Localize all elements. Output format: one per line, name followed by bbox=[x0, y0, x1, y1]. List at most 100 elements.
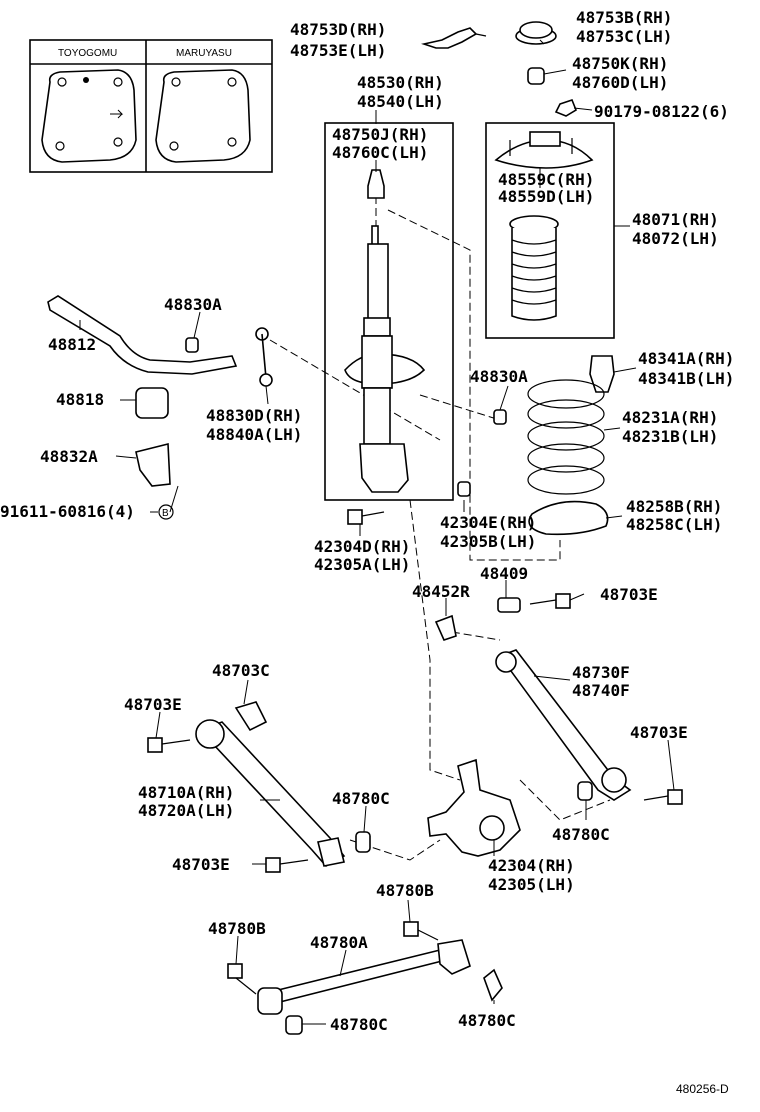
label-48750k: 48750K(RH) bbox=[572, 54, 668, 73]
drawing-code: 480256-D bbox=[676, 1082, 729, 1096]
bolt-48780b-left bbox=[227, 963, 257, 995]
label-48258c: 48258C(LH) bbox=[626, 515, 722, 534]
mount-plate-toyogomu bbox=[41, 69, 137, 163]
label-48231b: 48231B(LH) bbox=[622, 427, 718, 446]
bolt-48780b-top bbox=[403, 921, 439, 941]
bolt-48703e-left bbox=[147, 737, 191, 753]
shock-absorber-48530 bbox=[344, 225, 426, 493]
bolt-48703e-bottom bbox=[265, 857, 309, 873]
bump-boot-48071 bbox=[509, 215, 559, 321]
label-48780a: 48780A bbox=[310, 933, 368, 952]
label-48341b: 48341B(LH) bbox=[638, 369, 734, 388]
label-48840a: 48840A(LH) bbox=[206, 425, 302, 444]
upper-support-48559c bbox=[494, 131, 594, 169]
label-48753e: 48753E(LH) bbox=[290, 41, 386, 60]
stabilizer-link-48830d bbox=[255, 327, 273, 387]
label-48830a-right: 48830A bbox=[470, 367, 528, 386]
label-48830a-top: 48830A bbox=[164, 295, 222, 314]
label-48530: 48530(RH) bbox=[357, 73, 444, 92]
bushing-48780c-bottom-right bbox=[483, 968, 503, 1002]
label-circle-b: B bbox=[162, 508, 169, 519]
label-48780c-bottom-left: 48780C bbox=[330, 1015, 388, 1034]
label-48720a: 48720A(LH) bbox=[138, 801, 234, 820]
bolt-42304e bbox=[457, 481, 471, 497]
lateral-rod-48780a bbox=[257, 939, 471, 1015]
bolt-42304d bbox=[347, 509, 385, 525]
label-48780b-top: 48780B bbox=[376, 881, 434, 900]
label-48830d: 48830D(RH) bbox=[206, 406, 302, 425]
label-48780c-middle: 48780C bbox=[332, 789, 390, 808]
stabilizer-bar-48812 bbox=[47, 295, 238, 375]
label-48750j: 48750J(RH) bbox=[332, 125, 428, 144]
label-48540: 48540(LH) bbox=[357, 92, 444, 111]
stabilizer-bushing-48818 bbox=[135, 387, 169, 419]
label-48780b-left: 48780B bbox=[208, 919, 266, 938]
label-48730f: 48730F bbox=[572, 663, 630, 682]
reference-circle-b bbox=[158, 504, 174, 520]
callout-labels: 48753D(RH) 48753E(LH) 48753B(RH) 48753C(… bbox=[0, 8, 734, 1034]
label-48812: 48812 bbox=[48, 335, 96, 354]
bushing-48780c-middle bbox=[355, 831, 371, 853]
upper-support-kit-frame bbox=[485, 122, 615, 339]
stopper-48750j bbox=[367, 169, 385, 199]
label-48780c-bottom-right: 48780C bbox=[458, 1011, 516, 1030]
coil-spring-48231a bbox=[527, 379, 605, 495]
inset-title-maruyasu: MARUYASU bbox=[176, 48, 232, 59]
label-48703e-right: 48703E bbox=[630, 723, 688, 742]
label-91611: 91611-60816(4) bbox=[0, 502, 135, 521]
label-48760d: 48760D(LH) bbox=[572, 73, 668, 92]
label-48452r: 48452R bbox=[412, 582, 470, 601]
cam-48409 bbox=[497, 597, 521, 613]
label-48710a: 48710A(RH) bbox=[138, 783, 234, 802]
label-48753d: 48753D(RH) bbox=[290, 20, 386, 39]
inset-mount-comparison: TOYOGOMU MARUYASU bbox=[29, 39, 273, 173]
steering-knuckle-42304 bbox=[427, 758, 521, 857]
lower-arm-48730f bbox=[495, 649, 632, 801]
label-48780c-right: 48780C bbox=[552, 825, 610, 844]
bolt-48703e-right bbox=[643, 789, 683, 805]
bushing-48780c-right bbox=[577, 781, 593, 801]
stabilizer-bracket-48832a bbox=[135, 442, 171, 487]
label-42304: 42304(RH) bbox=[488, 856, 575, 875]
label-90179: 90179-08122(6) bbox=[594, 102, 729, 121]
strut-assembly-frame bbox=[324, 122, 454, 501]
label-48341a: 48341A(RH) bbox=[638, 349, 734, 368]
label-42304d: 42304D(RH) bbox=[314, 537, 410, 556]
bushing-48780c-bottom-left bbox=[285, 1015, 303, 1035]
label-48740f: 48740F bbox=[572, 681, 630, 700]
cam-plate-48452r bbox=[434, 614, 457, 641]
label-48753b: 48753B(RH) bbox=[576, 8, 672, 27]
assembly-dashed-lines bbox=[269, 196, 611, 861]
nut-90179 bbox=[554, 99, 577, 117]
label-48072: 48072(LH) bbox=[632, 229, 719, 248]
label-48832a: 48832A bbox=[40, 447, 98, 466]
bushing-48750k bbox=[527, 67, 545, 85]
bolt-48703e-top bbox=[529, 593, 571, 609]
label-48071: 48071(RH) bbox=[632, 210, 719, 229]
inset-title-toyogomu: TOYOGOMU bbox=[58, 48, 117, 59]
bushing-48830a-right bbox=[493, 409, 507, 425]
lower-arm-48710a bbox=[195, 701, 346, 868]
label-48703c: 48703C bbox=[212, 661, 270, 680]
label-48409: 48409 bbox=[480, 564, 528, 583]
bracket-48753d bbox=[421, 27, 478, 49]
spring-insulator-48258b bbox=[528, 500, 609, 536]
leader-lines bbox=[79, 39, 675, 1025]
label-48258b: 48258B(RH) bbox=[626, 497, 722, 516]
label-42304e: 42304E(RH) bbox=[440, 513, 536, 532]
label-48559d: 48559D(LH) bbox=[498, 187, 594, 206]
label-42305b: 42305B(LH) bbox=[440, 532, 536, 551]
label-42305a: 42305A(LH) bbox=[314, 555, 410, 574]
label-48753c: 48753C(LH) bbox=[576, 27, 672, 46]
label-42305: 42305(LH) bbox=[488, 875, 575, 894]
label-48760c: 48760C(LH) bbox=[332, 143, 428, 162]
label-48559c: 48559C(RH) bbox=[498, 170, 594, 189]
mount-plate-maruyasu bbox=[155, 69, 251, 163]
label-48231a: 48231A(RH) bbox=[622, 408, 718, 427]
label-48703e-bottom: 48703E bbox=[172, 855, 230, 874]
label-48703e-top: 48703E bbox=[600, 585, 658, 604]
label-48703e-left: 48703E bbox=[124, 695, 182, 714]
bushing-48830a-left bbox=[185, 337, 199, 353]
bump-stopper-48341a bbox=[589, 355, 615, 393]
